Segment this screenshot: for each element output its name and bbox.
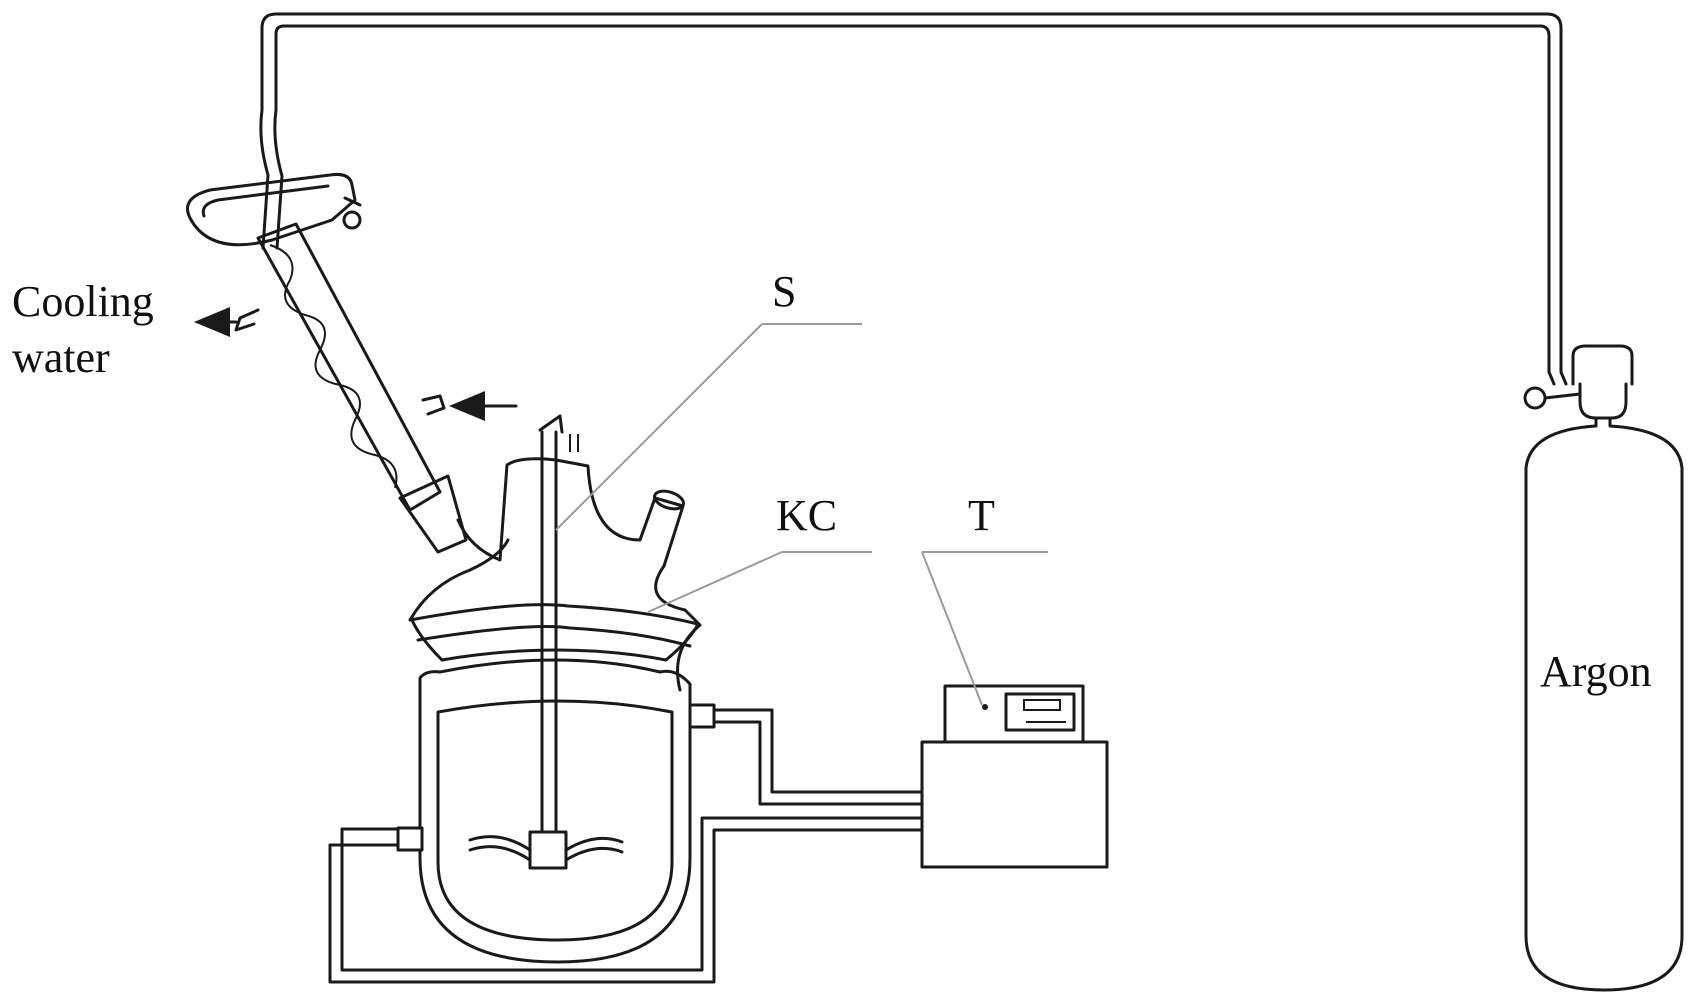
thermostat-label: T [968,491,995,540]
cooling-water-arrows [194,307,518,421]
argon-gas-line [259,12,1568,386]
reflux-condenser [186,173,468,554]
cooling-water-label-line1: Cooling [12,277,154,326]
thermostat [920,684,1109,869]
stirrer [468,414,624,870]
label-leaders [555,323,1048,706]
argon-label: Argon [1540,647,1652,696]
reactor-label: KC [776,491,837,540]
argon-cylinder [1523,344,1684,992]
reactor-vessel [396,457,716,964]
stirrer-label: S [772,267,796,316]
thermostat-circuit [328,708,924,984]
cooling-water-label-line2: water [12,333,110,382]
labels: Cooling water S KC T Argon [12,267,1652,696]
